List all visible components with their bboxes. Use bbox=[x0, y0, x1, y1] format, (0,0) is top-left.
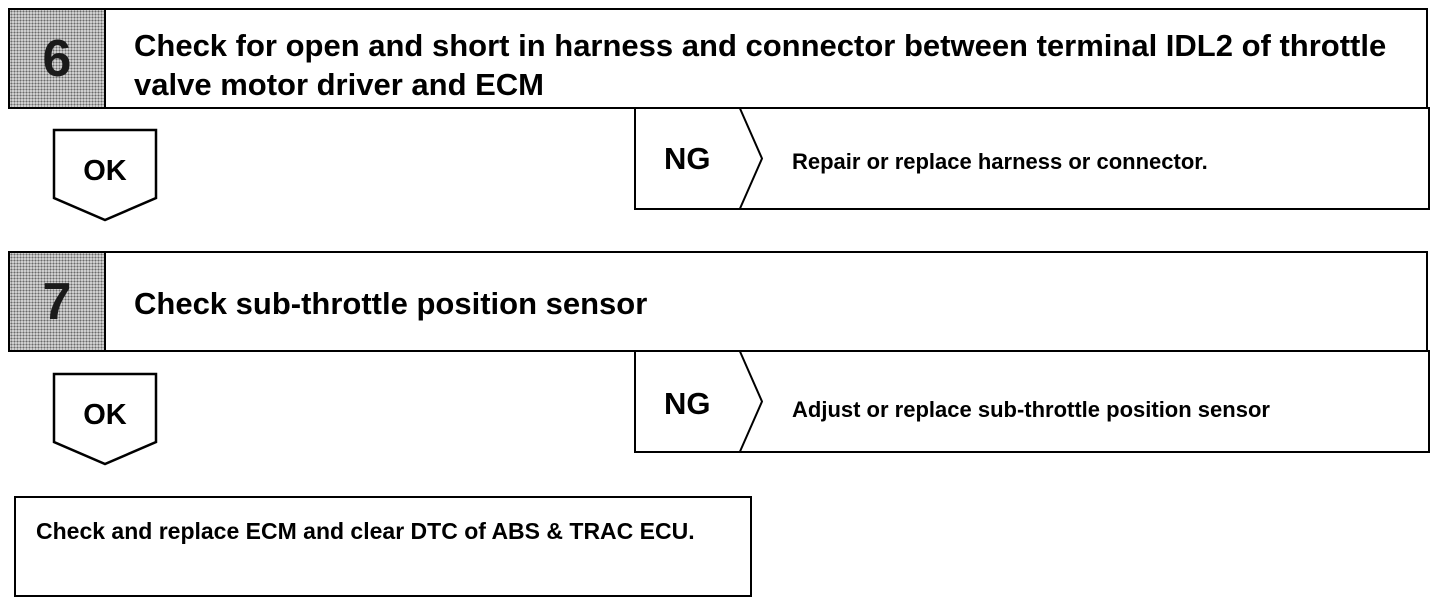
step-7-ok-arrow bbox=[52, 372, 158, 466]
step-6-ng-box: NG Repair or replace harness or connecto… bbox=[634, 107, 1430, 210]
step-7-number-badge: 7 bbox=[10, 253, 106, 350]
step-6-number: 6 bbox=[42, 29, 72, 88]
step-7-ng-label: NG bbox=[664, 386, 711, 421]
step-6-ng-chevron bbox=[739, 108, 764, 209]
step-7-ng-chevron bbox=[739, 351, 764, 452]
step-6-title: Check for open and short in harness and … bbox=[134, 28, 1387, 102]
step-6-ok-arrow bbox=[52, 128, 158, 222]
step-7-title: Check sub-throttle position sensor bbox=[134, 286, 648, 321]
step-7-ok-label: OK bbox=[83, 399, 127, 431]
step-7-ng-action: Adjust or replace sub-throttle position … bbox=[792, 397, 1270, 422]
step-6-box: 6 Check for open and short in harness an… bbox=[8, 8, 1428, 109]
step-6-ng-action: Repair or replace harness or connector. bbox=[792, 149, 1208, 174]
step-6-ok-label: OK bbox=[83, 155, 127, 187]
final-action-text: Check and replace ECM and clear DTC of A… bbox=[36, 518, 695, 544]
step-6-number-badge: 6 bbox=[10, 10, 106, 107]
step-6-ng-label: NG bbox=[664, 141, 711, 176]
final-action-box: Check and replace ECM and clear DTC of A… bbox=[14, 496, 752, 597]
step-7-ng-box: NG Adjust or replace sub-throttle positi… bbox=[634, 350, 1430, 453]
step-7-box: 7 Check sub-throttle position sensor bbox=[8, 251, 1428, 352]
step-7-number: 7 bbox=[42, 272, 72, 331]
